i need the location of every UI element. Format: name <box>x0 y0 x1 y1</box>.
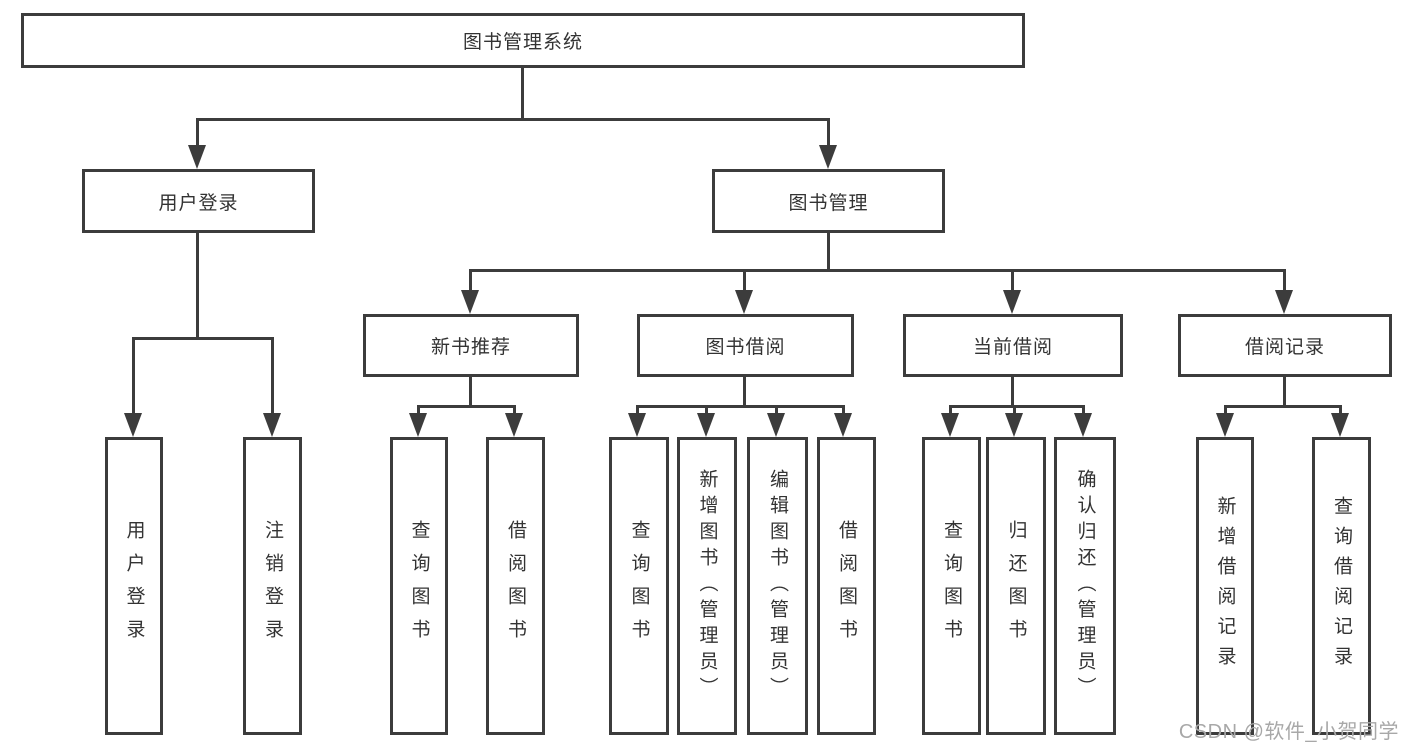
leaf-newbook-query-books: 查询图书 <box>390 437 448 735</box>
leaf-current-confirm-return: 确认归还（管理员） <box>1054 437 1116 735</box>
leaf-current-query-books: 查询图书 <box>922 437 981 735</box>
user-login-node: 用户登录 <box>82 169 315 233</box>
leaf-records-add-record-label: 新增借阅记录 <box>1214 496 1236 676</box>
arrow-down-icon <box>628 413 646 437</box>
leaf-borrow-query-books-label: 查询图书 <box>628 520 650 652</box>
arrow-down-icon <box>735 290 753 314</box>
leaf-borrow-edit-books-label: 编辑图书（管理员） <box>767 469 788 703</box>
connector-line <box>1082 405 1085 415</box>
connector-line <box>775 405 778 415</box>
leaf-records-query-record: 查询借阅记录 <box>1312 437 1371 735</box>
connector-line <box>417 405 516 408</box>
leaf-newbook-query-books-label: 查询图书 <box>408 520 430 652</box>
root-node-label: 图书管理系统 <box>462 32 583 53</box>
new-book-recommend-label: 新书推荐 <box>430 337 511 358</box>
leaf-current-confirm-return-label: 确认归还（管理员） <box>1074 469 1096 703</box>
connector-line <box>949 405 1085 408</box>
arrow-down-icon <box>1331 413 1349 437</box>
arrow-down-icon <box>263 413 281 437</box>
book-management-node: 图书管理 <box>712 169 945 233</box>
connector-line <box>636 405 639 415</box>
arrow-down-icon <box>697 413 715 437</box>
connector-line <box>417 405 420 415</box>
arrow-down-icon <box>1003 290 1021 314</box>
connector-line <box>196 118 830 121</box>
borrow-records-label: 借阅记录 <box>1244 337 1325 358</box>
root-node: 图书管理系统 <box>21 13 1025 68</box>
arrow-down-icon <box>1275 290 1293 314</box>
arrow-down-icon <box>941 413 959 437</box>
connector-line <box>132 337 274 340</box>
connector-line <box>196 233 199 337</box>
connector-line <box>842 405 845 415</box>
connector-line <box>1011 269 1014 291</box>
connector-line <box>469 377 472 407</box>
current-borrow-label: 当前借阅 <box>972 337 1053 358</box>
arrow-down-icon <box>505 413 523 437</box>
leaf-borrow-borrow-books: 借阅图书 <box>817 437 876 735</box>
connector-line <box>705 405 708 415</box>
connector-line <box>513 405 516 415</box>
leaf-logout: 注销登录 <box>243 437 302 735</box>
leaf-borrow-add-books: 新增图书（管理员） <box>677 437 737 735</box>
arrow-down-icon <box>124 413 142 437</box>
connector-line <box>271 337 274 414</box>
connector-line <box>1011 377 1014 407</box>
arrow-down-icon <box>767 413 785 437</box>
leaf-user-login-label: 用户登录 <box>123 520 145 652</box>
current-borrow-node: 当前借阅 <box>903 314 1123 377</box>
connector-line <box>1224 405 1342 408</box>
connector-line <box>827 118 830 145</box>
arrow-down-icon <box>819 145 837 169</box>
csdn-watermark: CSDN @软件_小贺同学 <box>1178 721 1399 743</box>
leaf-current-return-books-label: 归还图书 <box>1005 520 1027 652</box>
leaf-borrow-add-books-label: 新增图书（管理员） <box>696 469 718 703</box>
book-borrow-node: 图书借阅 <box>637 314 854 377</box>
leaf-newbook-borrow-books-label: 借阅图书 <box>505 520 526 652</box>
connector-line <box>827 233 830 272</box>
connector-line <box>949 405 952 415</box>
arrow-down-icon <box>409 413 427 437</box>
leaf-records-add-record: 新增借阅记录 <box>1196 437 1254 735</box>
arrow-down-icon <box>1005 413 1023 437</box>
arrow-down-icon <box>461 290 479 314</box>
connector-line <box>636 405 845 408</box>
leaf-current-query-books-label: 查询图书 <box>941 520 962 652</box>
leaf-borrow-borrow-books-label: 借阅图书 <box>836 520 857 652</box>
connector-line <box>1283 269 1286 291</box>
leaf-borrow-query-books: 查询图书 <box>609 437 669 735</box>
new-book-recommend-node: 新书推荐 <box>363 314 579 377</box>
leaf-user-login: 用户登录 <box>105 437 163 735</box>
borrow-records-node: 借阅记录 <box>1178 314 1392 377</box>
connector-line <box>743 377 746 407</box>
arrow-down-icon <box>834 413 852 437</box>
connector-line <box>1224 405 1227 415</box>
leaf-current-return-books: 归还图书 <box>986 437 1046 735</box>
book-borrow-label: 图书借阅 <box>705 337 786 358</box>
book-management-node-label: 图书管理 <box>788 192 869 214</box>
leaf-logout-label: 注销登录 <box>262 520 283 652</box>
connector-line <box>469 269 472 291</box>
connector-line <box>132 337 135 414</box>
connector-line <box>743 269 746 291</box>
connector-line <box>1283 377 1286 407</box>
connector-line <box>1013 405 1016 415</box>
connector-line <box>469 269 1286 272</box>
leaf-newbook-borrow-books: 借阅图书 <box>486 437 545 735</box>
leaf-borrow-edit-books: 编辑图书（管理员） <box>747 437 808 735</box>
arrow-down-icon <box>1216 413 1234 437</box>
arrow-down-icon <box>188 145 206 169</box>
connector-line <box>196 118 199 145</box>
connector-line <box>1339 405 1342 415</box>
connector-line <box>521 68 524 120</box>
user-login-node-label: 用户登录 <box>158 192 239 214</box>
arrow-down-icon <box>1074 413 1092 437</box>
leaf-records-query-record-label: 查询借阅记录 <box>1331 496 1352 676</box>
